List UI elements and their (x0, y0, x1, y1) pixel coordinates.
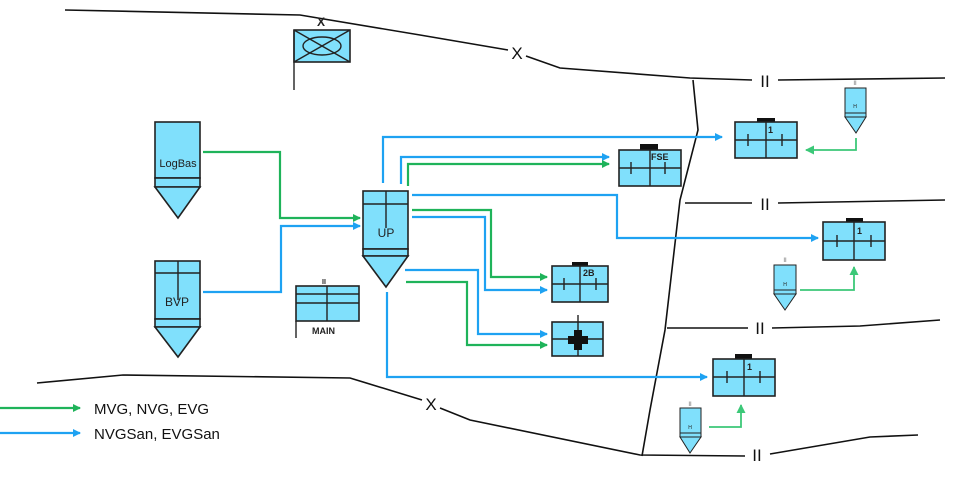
plus-icon (568, 330, 588, 350)
unit-1-middle[interactable]: 1 (822, 218, 886, 261)
small-unit-bottom-label: H (688, 425, 692, 431)
hq-echelon: X (317, 15, 325, 29)
up-unit[interactable]: UP (361, 190, 410, 289)
logbas-unit[interactable]: LogBas (153, 121, 202, 220)
small-unit-middle[interactable]: II H (773, 258, 797, 311)
boundary-top-ii: II (760, 72, 769, 91)
boundary-top-x: X (511, 44, 522, 63)
flow-logbas-to-up (203, 150, 361, 222)
flow-up-to-2b-green (412, 208, 548, 281)
flow-up-to-2b-blue (412, 215, 548, 294)
fse-unit[interactable]: FSE (618, 144, 682, 187)
bvp-unit[interactable]: BVP (153, 260, 202, 359)
unit-1-bottom-label: 1 (747, 362, 752, 372)
boundary-mid-2 (667, 319, 941, 329)
unit-2b[interactable]: 2B (551, 262, 609, 303)
unit-1-bottom[interactable]: 1 (712, 354, 776, 397)
boundary-mid-1-ii: II (760, 195, 769, 214)
legend: MVG, NVG, EVG NVGSan, EVGSan (0, 401, 220, 443)
flow-up-to-unit-1-middle (412, 193, 819, 242)
flow-small-middle-to-unit-1 (800, 266, 859, 291)
small-unit-top[interactable]: II H (844, 81, 867, 134)
flow-up-to-fse-blue (399, 153, 610, 184)
small-unit-bottom[interactable]: II H (679, 402, 702, 454)
unit-1-top-label: 1 (768, 125, 773, 135)
unit-2b-label: 2B (583, 268, 595, 278)
boundary-vertical (641, 79, 699, 457)
unit-1-top[interactable]: 1 (734, 118, 798, 159)
boundary-bottom (36, 374, 919, 457)
main-label: MAIN (312, 326, 335, 336)
small-unit-top-label: H (853, 104, 857, 110)
fse-label: FSE (651, 152, 669, 162)
unit-1-middle-label: 1 (857, 226, 862, 236)
bvp-label: BVP (165, 295, 189, 309)
flow-small-bottom-to-unit-1 (709, 404, 746, 428)
small-unit-middle-echelon: II (783, 258, 787, 264)
up-label: UP (378, 226, 395, 240)
boundary-top (64, 9, 946, 81)
flow-up-to-medical-blue (405, 268, 548, 338)
flow-up-to-unit-1-top (381, 133, 723, 183)
flow-bvp-to-up (203, 222, 361, 294)
boundary-mid-1 (685, 199, 946, 204)
small-unit-middle-label: H (783, 282, 787, 288)
hq-flag-symbol[interactable]: X (293, 15, 351, 90)
main-echelon: II (322, 279, 326, 286)
boundary-bottom-ii: II (752, 446, 761, 465)
boundary-bottom-x: X (425, 395, 436, 414)
flow-up-to-unit-1-bottom (385, 292, 708, 381)
flow-up-to-fse-green (406, 160, 610, 186)
main-unit[interactable]: II MAIN (295, 279, 360, 338)
small-unit-top-echelon: II (853, 81, 857, 87)
flow-up-to-medical-green (406, 280, 548, 349)
medical-unit[interactable] (551, 315, 604, 357)
logbas-label: LogBas (159, 158, 197, 170)
small-unit-bottom-echelon: II (688, 402, 692, 408)
flow-small-top-to-unit-1 (805, 138, 857, 155)
boundary-mid-2-ii: II (755, 319, 764, 338)
legend-blue-label: NVGSan, EVGSan (94, 426, 220, 443)
legend-green-label: MVG, NVG, EVG (94, 401, 209, 418)
